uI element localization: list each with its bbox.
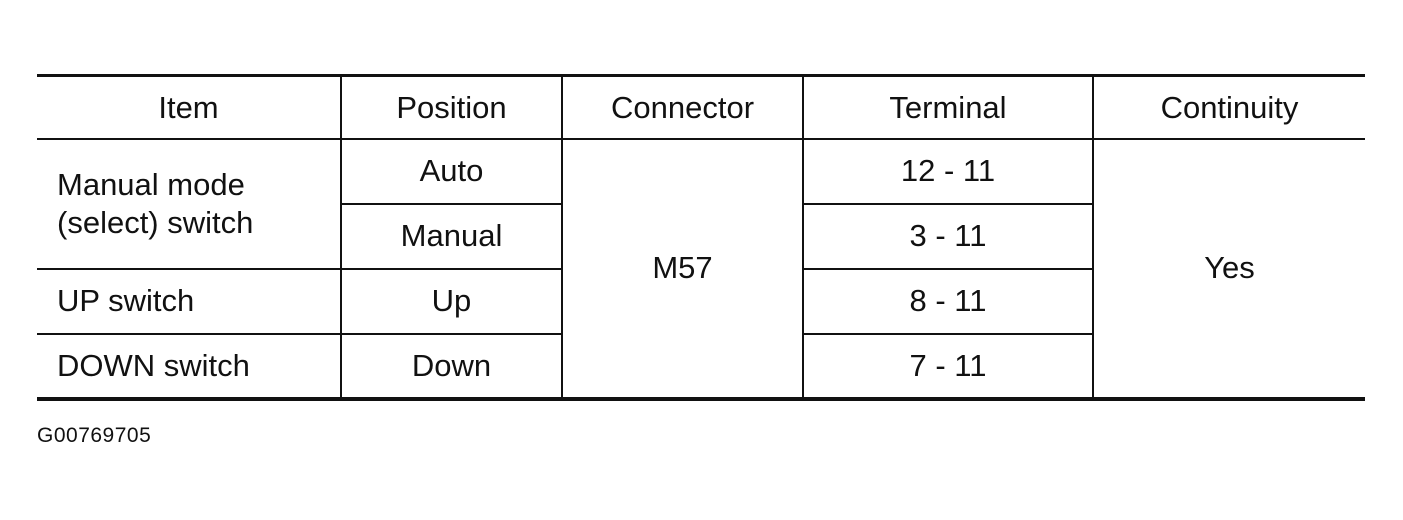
figure-id: G00769705 bbox=[37, 424, 152, 447]
table-row: Manual mode (select) switch Auto M57 12 … bbox=[37, 138, 1365, 400]
header-item: Item bbox=[37, 75, 342, 140]
header-position: Position bbox=[340, 75, 563, 140]
continuity-spec-table: Item Position Connector Terminal Continu… bbox=[37, 74, 1365, 401]
header-terminal: Terminal bbox=[802, 75, 1094, 140]
continuity-cell: Yes bbox=[1092, 138, 1365, 400]
table-row: UP switch Up 8 - 11 bbox=[37, 268, 1365, 335]
table-row: Manual 3 - 11 bbox=[37, 203, 1365, 270]
header-connector: Connector bbox=[561, 75, 804, 140]
connector-cell: M57 bbox=[561, 138, 804, 400]
item-up-switch: UP switch bbox=[37, 268, 342, 335]
table-header-row: Item Position Connector Terminal Continu… bbox=[37, 75, 1365, 140]
terminal-cell: 8 - 11 bbox=[802, 268, 1094, 335]
position-cell: Down bbox=[340, 333, 563, 399]
position-cell: Manual bbox=[340, 203, 563, 270]
header-continuity: Continuity bbox=[1092, 75, 1365, 140]
item-down-switch: DOWN switch bbox=[37, 333, 342, 399]
terminal-cell: 3 - 11 bbox=[802, 203, 1094, 270]
position-cell: Auto bbox=[340, 138, 563, 205]
item-manual-mode-switch: Manual mode (select) switch bbox=[37, 138, 342, 270]
position-cell: Up bbox=[340, 268, 563, 335]
terminal-cell: 12 - 11 bbox=[802, 138, 1094, 205]
terminal-cell: 7 - 11 bbox=[802, 333, 1094, 399]
table-row: DOWN switch Down 7 - 11 bbox=[37, 333, 1365, 399]
